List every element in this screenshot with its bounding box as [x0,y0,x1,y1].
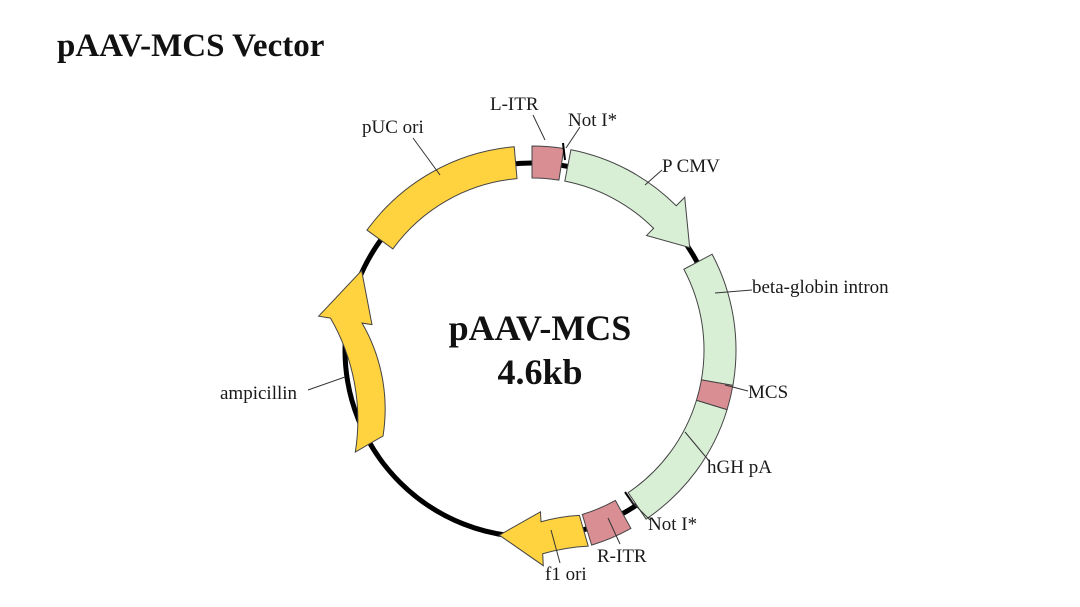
hgh-pa-label: hGH pA [707,457,772,478]
hgh-pa-segment [627,399,728,520]
l-itr-leader [532,114,546,141]
p-cmv-leader [644,169,663,186]
mcs-segment [695,379,734,411]
mcs-label: MCS [748,382,788,403]
puc-ori-segment [366,146,518,250]
f1-ori-label: f1 ori [545,564,587,585]
beta-globin-leader [714,289,753,294]
l-itr-label: L-ITR [490,94,539,115]
r-itr-label: R-ITR [597,546,647,567]
page-title: pAAV-MCS Vector [57,28,325,64]
f1-ori-arrow [498,510,589,567]
l-itr-segment [531,145,565,181]
not-i-bottom-leader [629,499,651,521]
r-itr-leader [607,517,621,545]
not-i-top-leader [565,126,581,149]
mcs-leader [724,384,749,392]
beta-globin-intron-segment [683,253,737,387]
f1-ori-leader [550,529,561,564]
puc-ori-leader [412,137,441,176]
plasmid-name: pAAV-MCS [449,308,632,348]
not-i-top-site-mark [562,142,566,161]
ampicillin-leader [307,376,346,391]
ampicillin-label: ampicillin [220,383,298,404]
p-cmv-promoter-arrow [564,149,691,249]
beta-globin-label: beta-globin intron [752,277,889,298]
p-cmv-label: P CMV [662,156,720,177]
plasmid-size: 4.6kb [497,352,582,392]
puc-ori-label: pUC ori [362,117,424,138]
r-itr-segment [581,499,632,546]
not-i-bottom-label: Not I* [648,514,697,535]
hgh-pa-leader [684,431,711,463]
not-i-top-label: Not I* [568,110,617,131]
ampicillin-arrow [317,269,386,453]
